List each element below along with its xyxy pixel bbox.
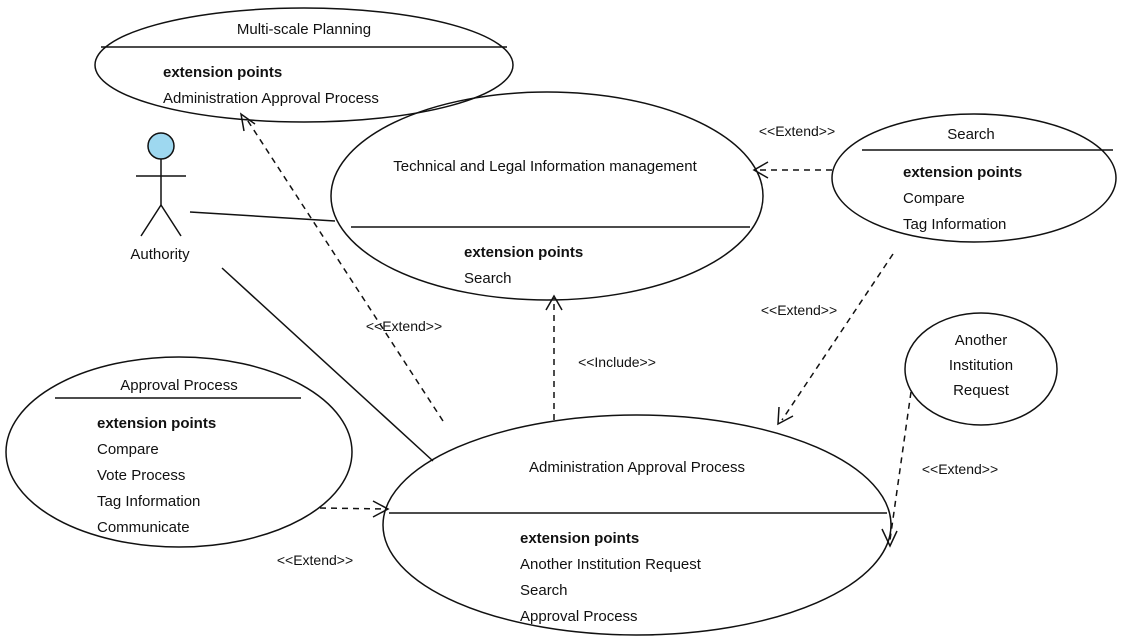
- extend-label: <<Extend>>: [761, 302, 837, 318]
- extension-point: Tag Information: [97, 493, 200, 510]
- association-authority-admin: [221, 267, 434, 462]
- extension-points-heading: extension points: [520, 530, 639, 547]
- arrowhead-include: [545, 294, 563, 311]
- extend-label: <<Extend>>: [922, 461, 998, 477]
- usecase-title-line: Institution: [949, 357, 1013, 374]
- usecase-techlegal-ellipse: [330, 91, 764, 301]
- arrowhead-another-admin: [881, 528, 898, 548]
- usecase-search[interactable]: [831, 113, 1117, 243]
- usecase-title: Administration Approval Process: [529, 459, 745, 476]
- extension-point: Approval Process: [520, 608, 638, 625]
- include-label: <<Include>>: [578, 354, 656, 370]
- usecase-admin-ellipse: [382, 414, 892, 636]
- extend-approval-admin-line: [319, 507, 387, 510]
- arrowhead-approval-admin: [372, 500, 390, 518]
- extension-point: Vote Process: [97, 467, 185, 484]
- usecase-search-ellipse: [831, 113, 1117, 243]
- extend-another-admin-line: [889, 391, 912, 541]
- extension-points-heading: extension points: [163, 64, 282, 81]
- usecase-approval-process[interactable]: [5, 356, 353, 548]
- actor-head-icon: [147, 132, 175, 160]
- actor-authority[interactable]: [136, 132, 186, 237]
- extension-point: Search: [464, 270, 512, 287]
- usecase-another-institution-request[interactable]: [904, 312, 1058, 426]
- usecase-technical-legal[interactable]: [330, 91, 764, 301]
- extend-admin-multiscale-line: [245, 117, 444, 422]
- actor-label: Authority: [130, 246, 190, 263]
- usecase-title: Multi-scale Planning: [237, 21, 371, 38]
- usecase-title-line: Request: [953, 382, 1010, 399]
- extension-points-heading: extension points: [903, 164, 1022, 181]
- association-authority-techlegal: [189, 211, 336, 222]
- extension-point: Tag Information: [903, 216, 1006, 233]
- extend-search-admin-line: [781, 253, 894, 421]
- extend-label: <<Extend>>: [366, 318, 442, 334]
- extension-point: Compare: [903, 190, 965, 207]
- usecase-title: Search: [947, 126, 995, 143]
- actor-left-leg: [140, 204, 162, 237]
- extension-points-heading: extension points: [97, 415, 216, 432]
- usecase-title: Technical and Legal Information manageme…: [393, 158, 697, 175]
- usecase-multiscale-ellipse: [94, 7, 514, 123]
- extension-point: Another Institution Request: [520, 556, 702, 573]
- usecase-title-line: Another: [955, 332, 1008, 349]
- extension-points-heading: extension points: [464, 244, 583, 261]
- arrowhead-multiscale: [239, 112, 256, 132]
- extension-point: Communicate: [97, 519, 190, 536]
- extend-label: <<Extend>>: [277, 552, 353, 568]
- arrowhead-search-admin: [777, 406, 794, 426]
- usecase-approval-ellipse: [5, 356, 353, 548]
- extension-point: Search: [520, 582, 568, 599]
- extension-point: Compare: [97, 441, 159, 458]
- actor-right-leg: [160, 204, 182, 237]
- extension-point: Administration Approval Process: [163, 90, 379, 107]
- extend-label: <<Extend>>: [759, 123, 835, 139]
- usecase-title: Approval Process: [120, 377, 238, 394]
- usecase-administration-approval-process[interactable]: [382, 414, 892, 636]
- arrowhead-techlegal: [752, 161, 769, 179]
- usecase-multiscale-planning[interactable]: [94, 7, 514, 123]
